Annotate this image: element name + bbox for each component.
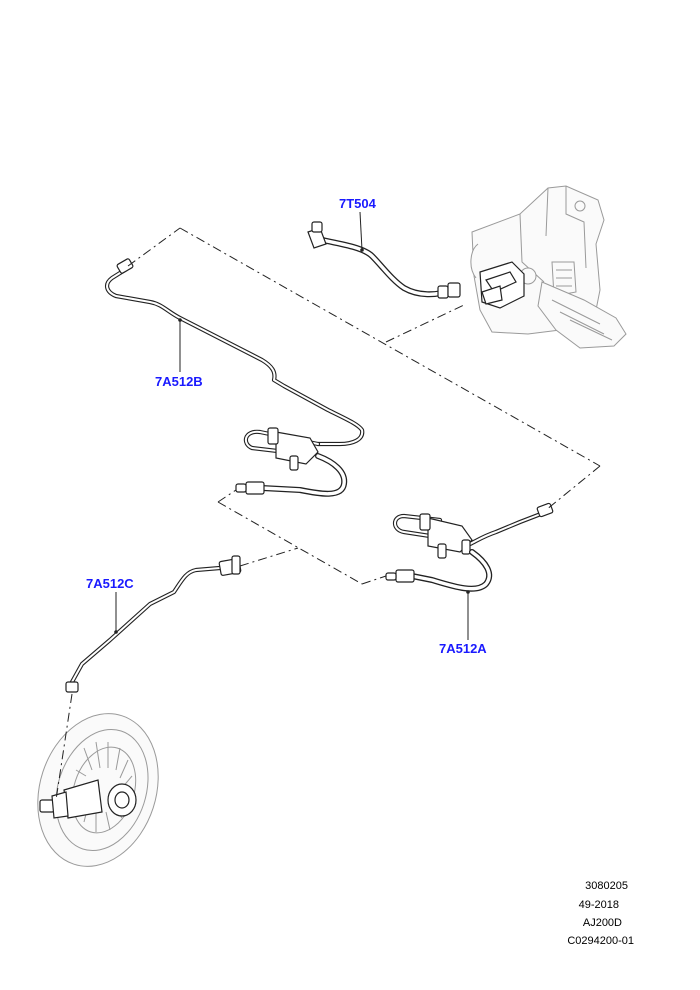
callout-7a512a[interactable]: 7A512A xyxy=(439,641,487,656)
clutch-pedal-assembly xyxy=(470,185,627,349)
pulsation-damper-upper xyxy=(235,427,348,497)
clutch-assembly xyxy=(37,713,159,867)
reference-date: 49-2018 xyxy=(579,899,619,911)
callout-7a512c[interactable]: 7A512C xyxy=(86,576,134,591)
callout-7a512b[interactable]: 7A512B xyxy=(155,374,203,389)
slave-feed-pipe xyxy=(65,555,242,693)
reference-engine: AJ200D xyxy=(583,917,622,929)
connection-lines xyxy=(55,227,601,801)
reference-number: 3080205 xyxy=(585,880,628,892)
reference-block: 3080205 49-2018 AJ200D C0294200-01 xyxy=(567,880,634,947)
callout-leaders xyxy=(114,211,470,640)
reference-illustration-id: C0294200-01 xyxy=(567,935,634,947)
pulsation-damper-lower xyxy=(385,502,554,592)
callout-7t504[interactable]: 7T504 xyxy=(339,196,377,211)
pedal-feed-hose xyxy=(307,221,461,299)
upper-clutch-pipe xyxy=(105,258,365,447)
